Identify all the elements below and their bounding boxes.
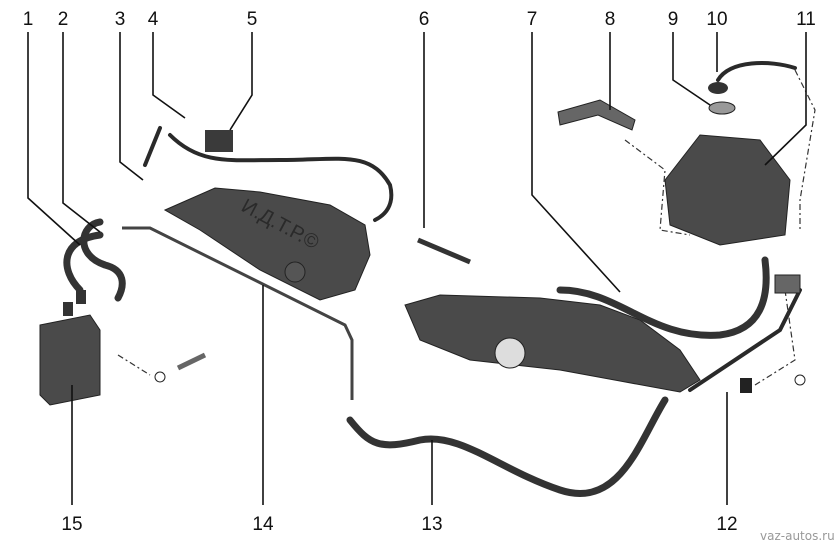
callout-11: 11 <box>796 9 816 30</box>
vent-tube-10 <box>716 61 797 82</box>
holder-clip <box>774 274 801 294</box>
callout-7: 7 <box>527 9 538 30</box>
shield-nut <box>284 261 306 283</box>
strap-6 <box>417 237 471 265</box>
clip <box>740 378 752 393</box>
callout-3: 3 <box>115 9 126 30</box>
parts: И.Д.Т.Р.© <box>39 61 816 497</box>
leader-lines <box>27 32 807 505</box>
assembly-line <box>624 139 691 236</box>
callout-5: 5 <box>247 9 258 30</box>
vapor-line-14 <box>122 226 354 400</box>
filler-hose-7 <box>556 256 770 339</box>
callout-10: 10 <box>706 9 727 30</box>
grommet-9 <box>708 101 736 115</box>
valve-5 <box>205 130 233 152</box>
heat-shield <box>163 187 371 301</box>
hose-4 <box>143 126 162 167</box>
assembly-line <box>754 289 796 386</box>
callout-14: 14 <box>252 514 274 535</box>
callout-9: 9 <box>668 9 679 30</box>
vent-hose <box>168 133 394 222</box>
callout-4: 4 <box>148 9 159 30</box>
callout-2: 2 <box>58 9 69 30</box>
watermark: vaz-autos.ru <box>760 529 835 543</box>
fuel-pump-flange <box>494 337 526 369</box>
callout-6: 6 <box>419 9 430 30</box>
hose-1 <box>63 231 104 294</box>
callouts: 1 2 3 4 5 6 7 8 9 10 11 12 13 14 15 <box>23 9 816 535</box>
bolt <box>176 352 207 371</box>
callout-12: 12 <box>716 514 737 535</box>
bracket-8 <box>557 99 636 131</box>
assembly-line <box>794 69 816 230</box>
cap-10 <box>708 82 728 94</box>
nut <box>794 374 806 386</box>
assembly-line <box>117 354 151 376</box>
callout-15: 15 <box>61 514 82 535</box>
fuel-tank <box>404 294 701 393</box>
fuel-line-13 <box>346 396 669 497</box>
separator-tank-11 <box>664 134 791 246</box>
callout-1: 1 <box>23 9 34 30</box>
hose-2 <box>80 218 126 302</box>
line-12 <box>688 288 802 392</box>
nut <box>154 371 166 383</box>
canister-fitting <box>63 302 73 316</box>
canister-fitting <box>76 290 86 304</box>
callout-13: 13 <box>421 514 442 535</box>
adsorber-canister <box>39 314 101 406</box>
callout-8: 8 <box>605 9 616 30</box>
